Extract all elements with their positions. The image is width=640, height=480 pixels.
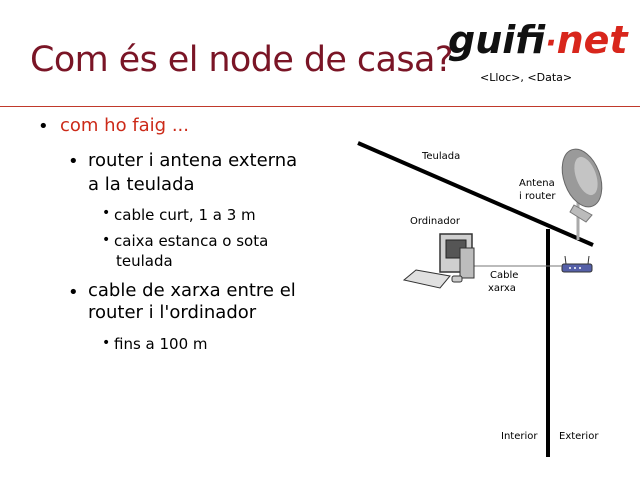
sub-bullet-box-line2: teulada	[116, 252, 173, 270]
sub-bullet-cable-length: cable curt, 1 a 3 m	[114, 206, 256, 224]
bullet-item-1-line2: a la teulada	[88, 174, 195, 195]
router-icon	[561, 255, 593, 273]
bullet-item-2-line2: router i l'ordinador	[88, 302, 257, 323]
label-antenna-line1: Antena	[519, 178, 555, 189]
guifi-net-logo: guifi·net	[448, 18, 628, 66]
slide-title: Com és el node de casa?	[30, 40, 453, 80]
bullet-dot: •	[38, 116, 49, 137]
label-roof: Teulada	[421, 151, 460, 162]
bullet-dot: •	[102, 205, 111, 221]
logo-word-net: net	[556, 18, 628, 62]
roof-line	[357, 141, 594, 247]
logo-word-guifi: guifi	[448, 18, 546, 62]
header-divider	[0, 106, 640, 107]
bullet-dot: •	[102, 232, 111, 248]
home-node-diagram: Teulada Antena i router Ordinador Cable …	[357, 141, 603, 457]
bullet-item-1-line1: router i antena externa	[88, 150, 298, 171]
computer-icon	[402, 233, 475, 289]
bullet-dot: •	[68, 151, 79, 172]
antenna-dish-icon	[561, 148, 603, 240]
label-interior: Interior	[501, 431, 538, 442]
logo-dot: ·	[545, 26, 557, 61]
label-cable-line1: Cable	[490, 270, 518, 281]
bullet-dot: •	[102, 335, 111, 351]
bullet-level1: com ho faig ...	[60, 115, 189, 136]
label-cable-line2: xarxa	[488, 283, 516, 294]
label-antenna-line2: i router	[519, 191, 556, 202]
label-computer: Ordinador	[410, 216, 461, 227]
slide-subtitle: <Lloc>, <Data>	[480, 71, 573, 84]
bullet-dot: •	[68, 282, 79, 303]
label-exterior: Exterior	[559, 431, 599, 442]
sub-bullet-box-line1: caixa estanca o sota	[114, 232, 269, 250]
sub-bullet-distance: fins a 100 m	[114, 335, 208, 353]
bullet-item-2-line1: cable de xarxa entre el	[88, 280, 296, 301]
